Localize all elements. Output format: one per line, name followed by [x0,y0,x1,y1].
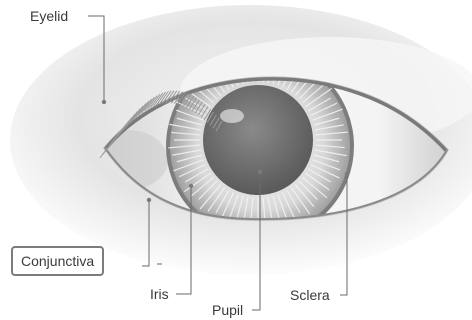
iris-label: Iris [150,286,169,302]
eyelid-label: Eyelid [30,8,68,24]
sclera-label: Sclera [290,287,330,303]
conjunctiva-label: Conjunctiva [11,246,104,276]
pupil-label: Pupil [212,302,243,318]
pupil-shape [203,85,313,195]
